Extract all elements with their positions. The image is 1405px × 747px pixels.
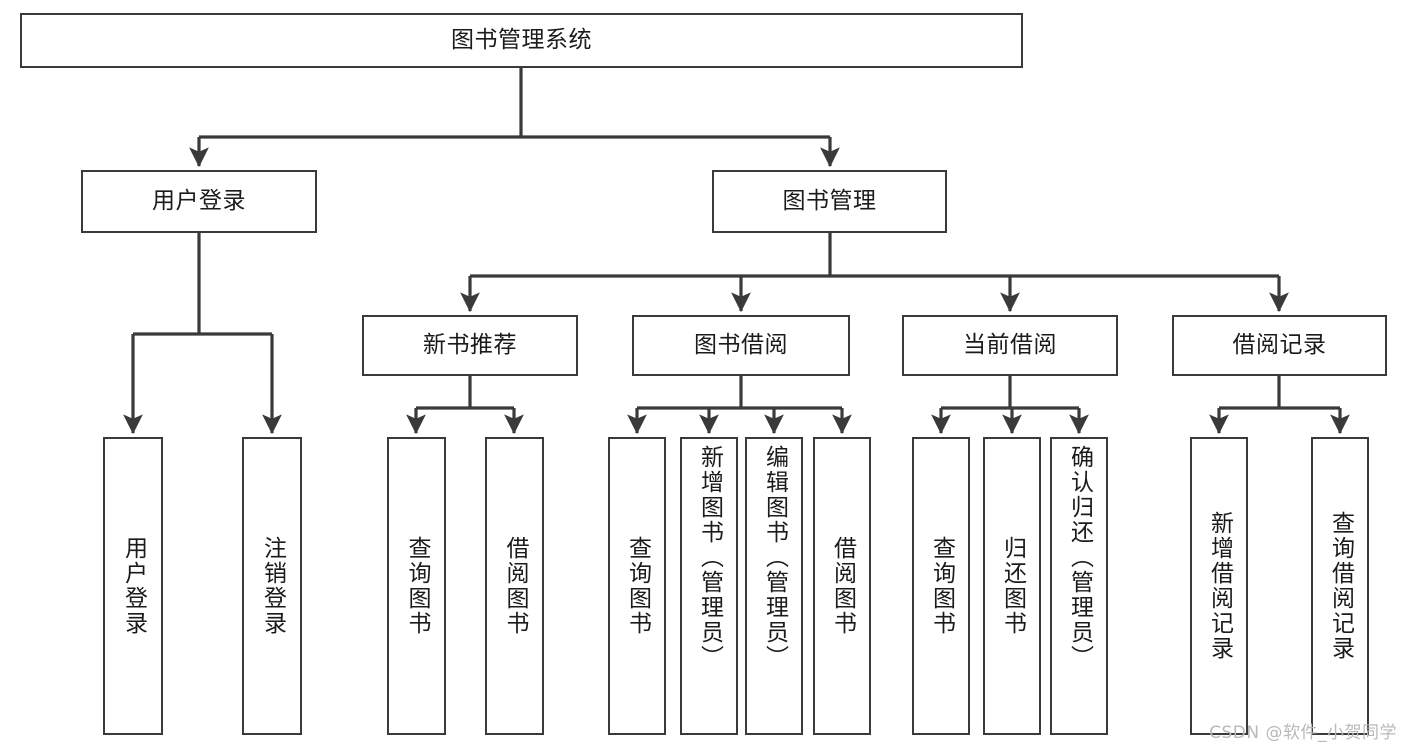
node-leaf-borrow-book-1-label: 借阅图书 xyxy=(502,536,528,636)
node-leaf-add-book-label: 新增图书（管理员） xyxy=(696,445,723,670)
node-leaf-edit-book[interactable]: 编辑图书（管理员） xyxy=(745,437,803,735)
node-leaf-user-login[interactable]: 用户登录 xyxy=(103,437,163,735)
node-leaf-user-login-label: 用户登录 xyxy=(120,536,147,636)
node-root-label: 图书管理系统 xyxy=(451,26,592,53)
node-leaf-query-record[interactable]: 查询借阅记录 xyxy=(1311,437,1369,735)
node-leaf-borrow-book-1[interactable]: 借阅图书 xyxy=(485,437,544,735)
node-leaf-query-book-2[interactable]: 查询图书 xyxy=(608,437,666,735)
node-book-borrow[interactable]: 图书借阅 xyxy=(632,315,850,376)
node-book-manage-label: 图书管理 xyxy=(782,187,877,214)
node-leaf-query-record-label: 查询借阅记录 xyxy=(1327,511,1354,661)
node-new-book-rec[interactable]: 新书推荐 xyxy=(362,315,578,376)
node-leaf-add-record[interactable]: 新增借阅记录 xyxy=(1190,437,1248,735)
node-book-manage[interactable]: 图书管理 xyxy=(712,170,947,233)
node-user-login[interactable]: 用户登录 xyxy=(81,170,317,233)
node-borrow-record-label: 借阅记录 xyxy=(1232,331,1327,358)
node-leaf-borrow-book-2-label: 借阅图书 xyxy=(829,536,856,636)
csdn-watermark: CSDN @软件_小贺同学 xyxy=(1209,723,1397,743)
node-leaf-logout[interactable]: 注销登录 xyxy=(242,437,302,735)
node-borrow-record[interactable]: 借阅记录 xyxy=(1172,315,1387,376)
node-current-borrow[interactable]: 当前借阅 xyxy=(902,315,1118,376)
node-leaf-query-book-1-label: 查询图书 xyxy=(404,536,430,636)
node-leaf-confirm-return-label: 确认归还（管理员） xyxy=(1066,445,1093,670)
node-book-borrow-label: 图书借阅 xyxy=(694,331,788,358)
node-leaf-add-book[interactable]: 新增图书（管理员） xyxy=(680,437,738,735)
node-leaf-edit-book-label: 编辑图书（管理员） xyxy=(761,445,788,670)
node-leaf-logout-label: 注销登录 xyxy=(259,536,286,636)
node-leaf-query-book-1[interactable]: 查询图书 xyxy=(387,437,446,735)
node-leaf-query-book-3-label: 查询图书 xyxy=(928,536,955,636)
node-leaf-return-book-label: 归还图书 xyxy=(999,536,1026,636)
node-leaf-add-record-label: 新增借阅记录 xyxy=(1206,511,1233,661)
node-leaf-return-book[interactable]: 归还图书 xyxy=(983,437,1041,735)
node-leaf-confirm-return[interactable]: 确认归还（管理员） xyxy=(1050,437,1108,735)
node-leaf-query-book-3[interactable]: 查询图书 xyxy=(912,437,970,735)
node-leaf-query-book-2-label: 查询图书 xyxy=(624,536,651,636)
node-leaf-borrow-book-2[interactable]: 借阅图书 xyxy=(813,437,871,735)
node-user-login-label: 用户登录 xyxy=(152,187,246,214)
node-current-borrow-label: 当前借阅 xyxy=(963,331,1057,358)
node-root[interactable]: 图书管理系统 xyxy=(20,13,1023,68)
node-new-book-rec-label: 新书推荐 xyxy=(423,331,517,358)
